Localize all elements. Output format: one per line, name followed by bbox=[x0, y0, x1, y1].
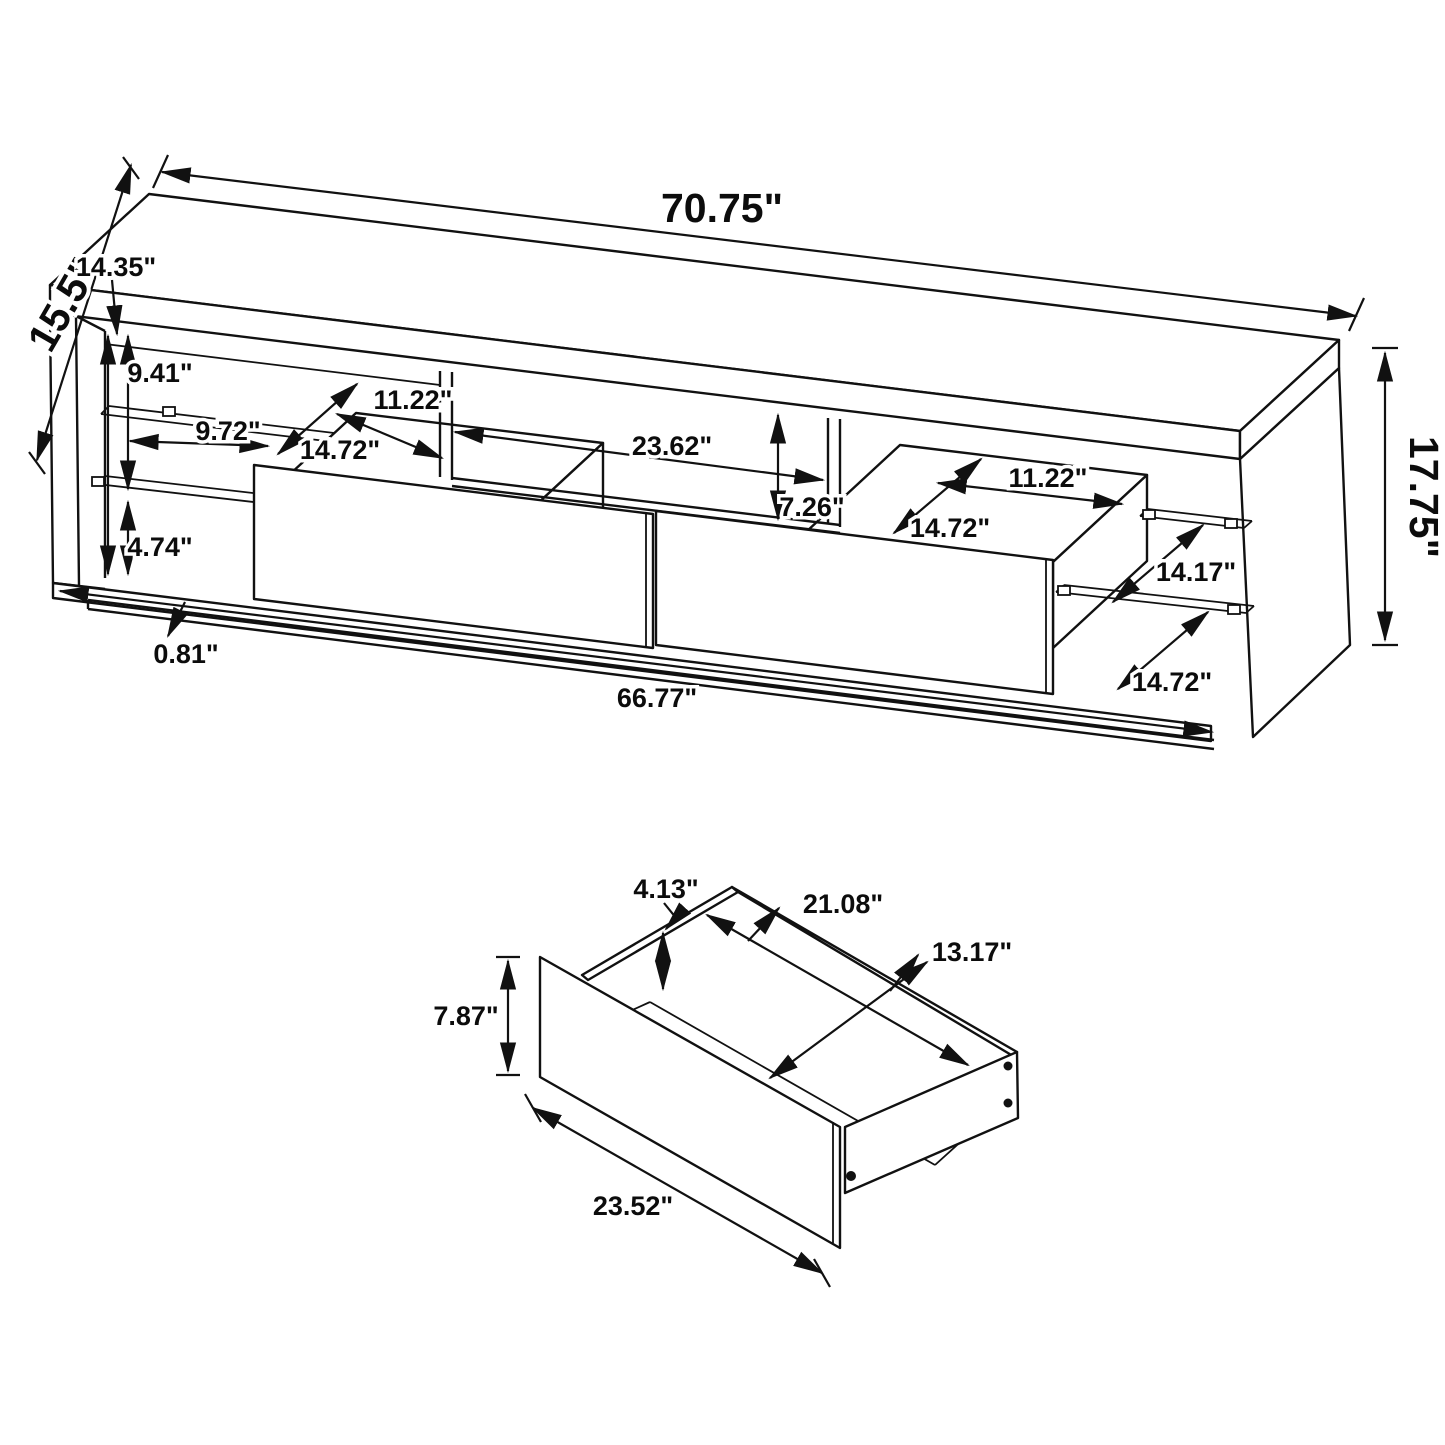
dim-drawer-inner-depth-label: 13.17" bbox=[932, 937, 1012, 967]
screw-dot bbox=[1003, 1061, 1013, 1071]
dim-drawer1-depth-label: 14.72" bbox=[300, 435, 380, 465]
left-cubby-ceiling-line bbox=[104, 343, 441, 386]
drawer-front-panel bbox=[538, 955, 842, 1250]
dim-drawer-inner-length-label: 21.08" bbox=[803, 889, 883, 919]
dim-upper-shelf-height-label: 9.41" bbox=[127, 358, 192, 388]
drawer-right-cap bbox=[843, 1050, 1020, 1195]
shelf-clip bbox=[1142, 509, 1156, 520]
dim-right-shelf-depth-label: 14.72" bbox=[1132, 667, 1212, 697]
shelf-clip bbox=[1057, 585, 1071, 596]
drawer-dimensions: 4.13" 21.08" 13.17" 7.87" 23.52" bbox=[430, 871, 1016, 1288]
dim-drawer-inner-height-label: 4.13" bbox=[633, 874, 698, 904]
console-view: 15.5" 70.75" 14.35" 9.41" 4.74" 9.72" 11… bbox=[14, 154, 1445, 751]
shelf-clip bbox=[1227, 604, 1241, 615]
dim-drawer2-opening-label: 11.22" bbox=[1009, 463, 1088, 493]
dim-center-height-label: 7.26" bbox=[779, 492, 844, 522]
dim-drawer2-depth-label: 14.72" bbox=[910, 513, 990, 543]
shelf-clip bbox=[162, 406, 176, 417]
drawer-view: 4.13" 21.08" 13.17" 7.87" 23.52" bbox=[430, 871, 1020, 1288]
dim-drawer-front-height-label: 7.87" bbox=[433, 1001, 498, 1031]
dim-interior-height-label: 14.35" bbox=[76, 252, 156, 282]
dim-overall-height-label: 17.75" bbox=[1401, 436, 1445, 558]
dim-top-width-label: 70.75" bbox=[661, 185, 783, 231]
console-top-right-face bbox=[1238, 338, 1341, 461]
dim-right-shelf-gap-label: 14.17" bbox=[1156, 557, 1236, 587]
dim-left-shelf-depth-label: 9.72" bbox=[195, 416, 260, 446]
console-dimensions: 15.5" 70.75" 14.35" 9.41" 4.74" 9.72" 11… bbox=[14, 154, 1445, 737]
dim-interior-width-label: 66.77" bbox=[617, 683, 697, 713]
dim-lower-shelf-height-label: 4.74" bbox=[127, 532, 192, 562]
dim-drawer-front-width-label: 23.52" bbox=[593, 1191, 673, 1221]
shelf-clip bbox=[1224, 518, 1238, 529]
dim-base-strip-label: 0.81" bbox=[153, 639, 218, 669]
screw-dot bbox=[846, 1171, 856, 1181]
right-upper-glass-shelf bbox=[1139, 508, 1253, 529]
dim-center-width-label: 23.62" bbox=[632, 431, 712, 461]
dim-drawer1-opening-label: 11.22" bbox=[374, 385, 453, 415]
left-panel-inner-edges bbox=[75, 314, 107, 591]
shelf-clip bbox=[91, 476, 105, 487]
screw-dot bbox=[1003, 1098, 1013, 1108]
left-lower-glass-shelf bbox=[96, 475, 393, 518]
left-upper-glass-shelf bbox=[100, 405, 385, 448]
